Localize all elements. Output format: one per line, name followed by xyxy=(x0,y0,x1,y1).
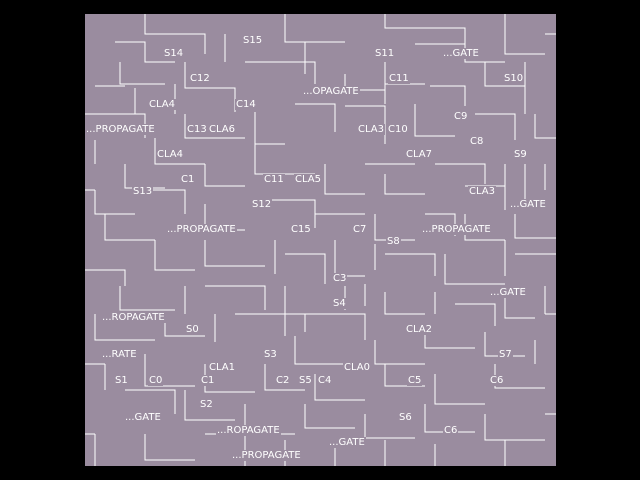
node-label: C11 xyxy=(263,174,285,185)
node-label: S7 xyxy=(498,349,513,360)
node-label: CLA4 xyxy=(156,149,184,160)
node-label: C11 xyxy=(388,73,410,84)
node-label: S5 xyxy=(298,375,313,386)
node-label: S15 xyxy=(242,35,264,46)
node-label: ...RATE xyxy=(101,349,138,360)
node-label: S4 xyxy=(332,298,347,309)
node-label: CLA2 xyxy=(405,324,433,335)
node-label: CLA5 xyxy=(294,174,322,185)
node-label: C10 xyxy=(387,124,409,135)
node-label: S14 xyxy=(163,48,185,59)
node-label: ...PROPAGATE xyxy=(85,124,156,135)
node-label: CLA0 xyxy=(343,362,371,373)
node-label: C15 xyxy=(290,224,312,235)
node-label: C0 xyxy=(148,375,164,386)
node-label: ...GATE xyxy=(442,48,480,59)
node-label: C12 xyxy=(189,73,211,84)
node-label: C14 xyxy=(235,99,257,110)
node-label: C5 xyxy=(407,375,423,386)
node-label: ...PROPAGATE xyxy=(231,450,302,461)
node-label: C7 xyxy=(352,224,368,235)
node-label: C8 xyxy=(469,136,485,147)
node-label: ...OPAGATE xyxy=(302,86,360,97)
node-label: S3 xyxy=(263,349,278,360)
node-label: C1 xyxy=(200,375,216,386)
node-label: S8 xyxy=(386,236,401,247)
node-label: ...ROPAGATE xyxy=(101,312,166,323)
node-label: C4 xyxy=(317,375,333,386)
node-label: C1 xyxy=(180,174,196,185)
node-label: C13 xyxy=(186,124,208,135)
node-label: S12 xyxy=(251,199,273,210)
node-label: S1 xyxy=(114,375,129,386)
node-label: CLA7 xyxy=(405,149,433,160)
node-label: C2 xyxy=(275,375,291,386)
node-label: S2 xyxy=(199,399,214,410)
node-label: ...PROPAGATE xyxy=(166,224,237,235)
node-label: C3 xyxy=(332,273,348,284)
node-label: S10 xyxy=(503,73,525,84)
circuit-board: S14 S15 S11 ...GATE C12 C11 S10 ...OPAGA… xyxy=(85,14,556,466)
node-label: CLA3 xyxy=(468,186,496,197)
node-label: C6 xyxy=(443,425,459,436)
node-label: ...PROPAGATE xyxy=(421,224,492,235)
node-label: CLA4 xyxy=(148,99,176,110)
node-label: ...GATE xyxy=(124,412,162,423)
node-label: S0 xyxy=(185,324,200,335)
node-label: C6 xyxy=(489,375,505,386)
node-label: S9 xyxy=(513,149,528,160)
node-label: ...GATE xyxy=(489,287,527,298)
node-label: CLA3 xyxy=(357,124,385,135)
wire-grid xyxy=(85,14,556,466)
node-label: C9 xyxy=(453,111,469,122)
node-label: S6 xyxy=(398,412,413,423)
node-label: S11 xyxy=(374,48,396,59)
node-label: CLA1 xyxy=(208,362,236,373)
node-label: ...GATE xyxy=(328,437,366,448)
node-label: CLA6 xyxy=(208,124,236,135)
node-label: S13 xyxy=(132,186,154,197)
node-label: ...GATE xyxy=(509,199,547,210)
node-label: ...ROPAGATE xyxy=(216,425,281,436)
